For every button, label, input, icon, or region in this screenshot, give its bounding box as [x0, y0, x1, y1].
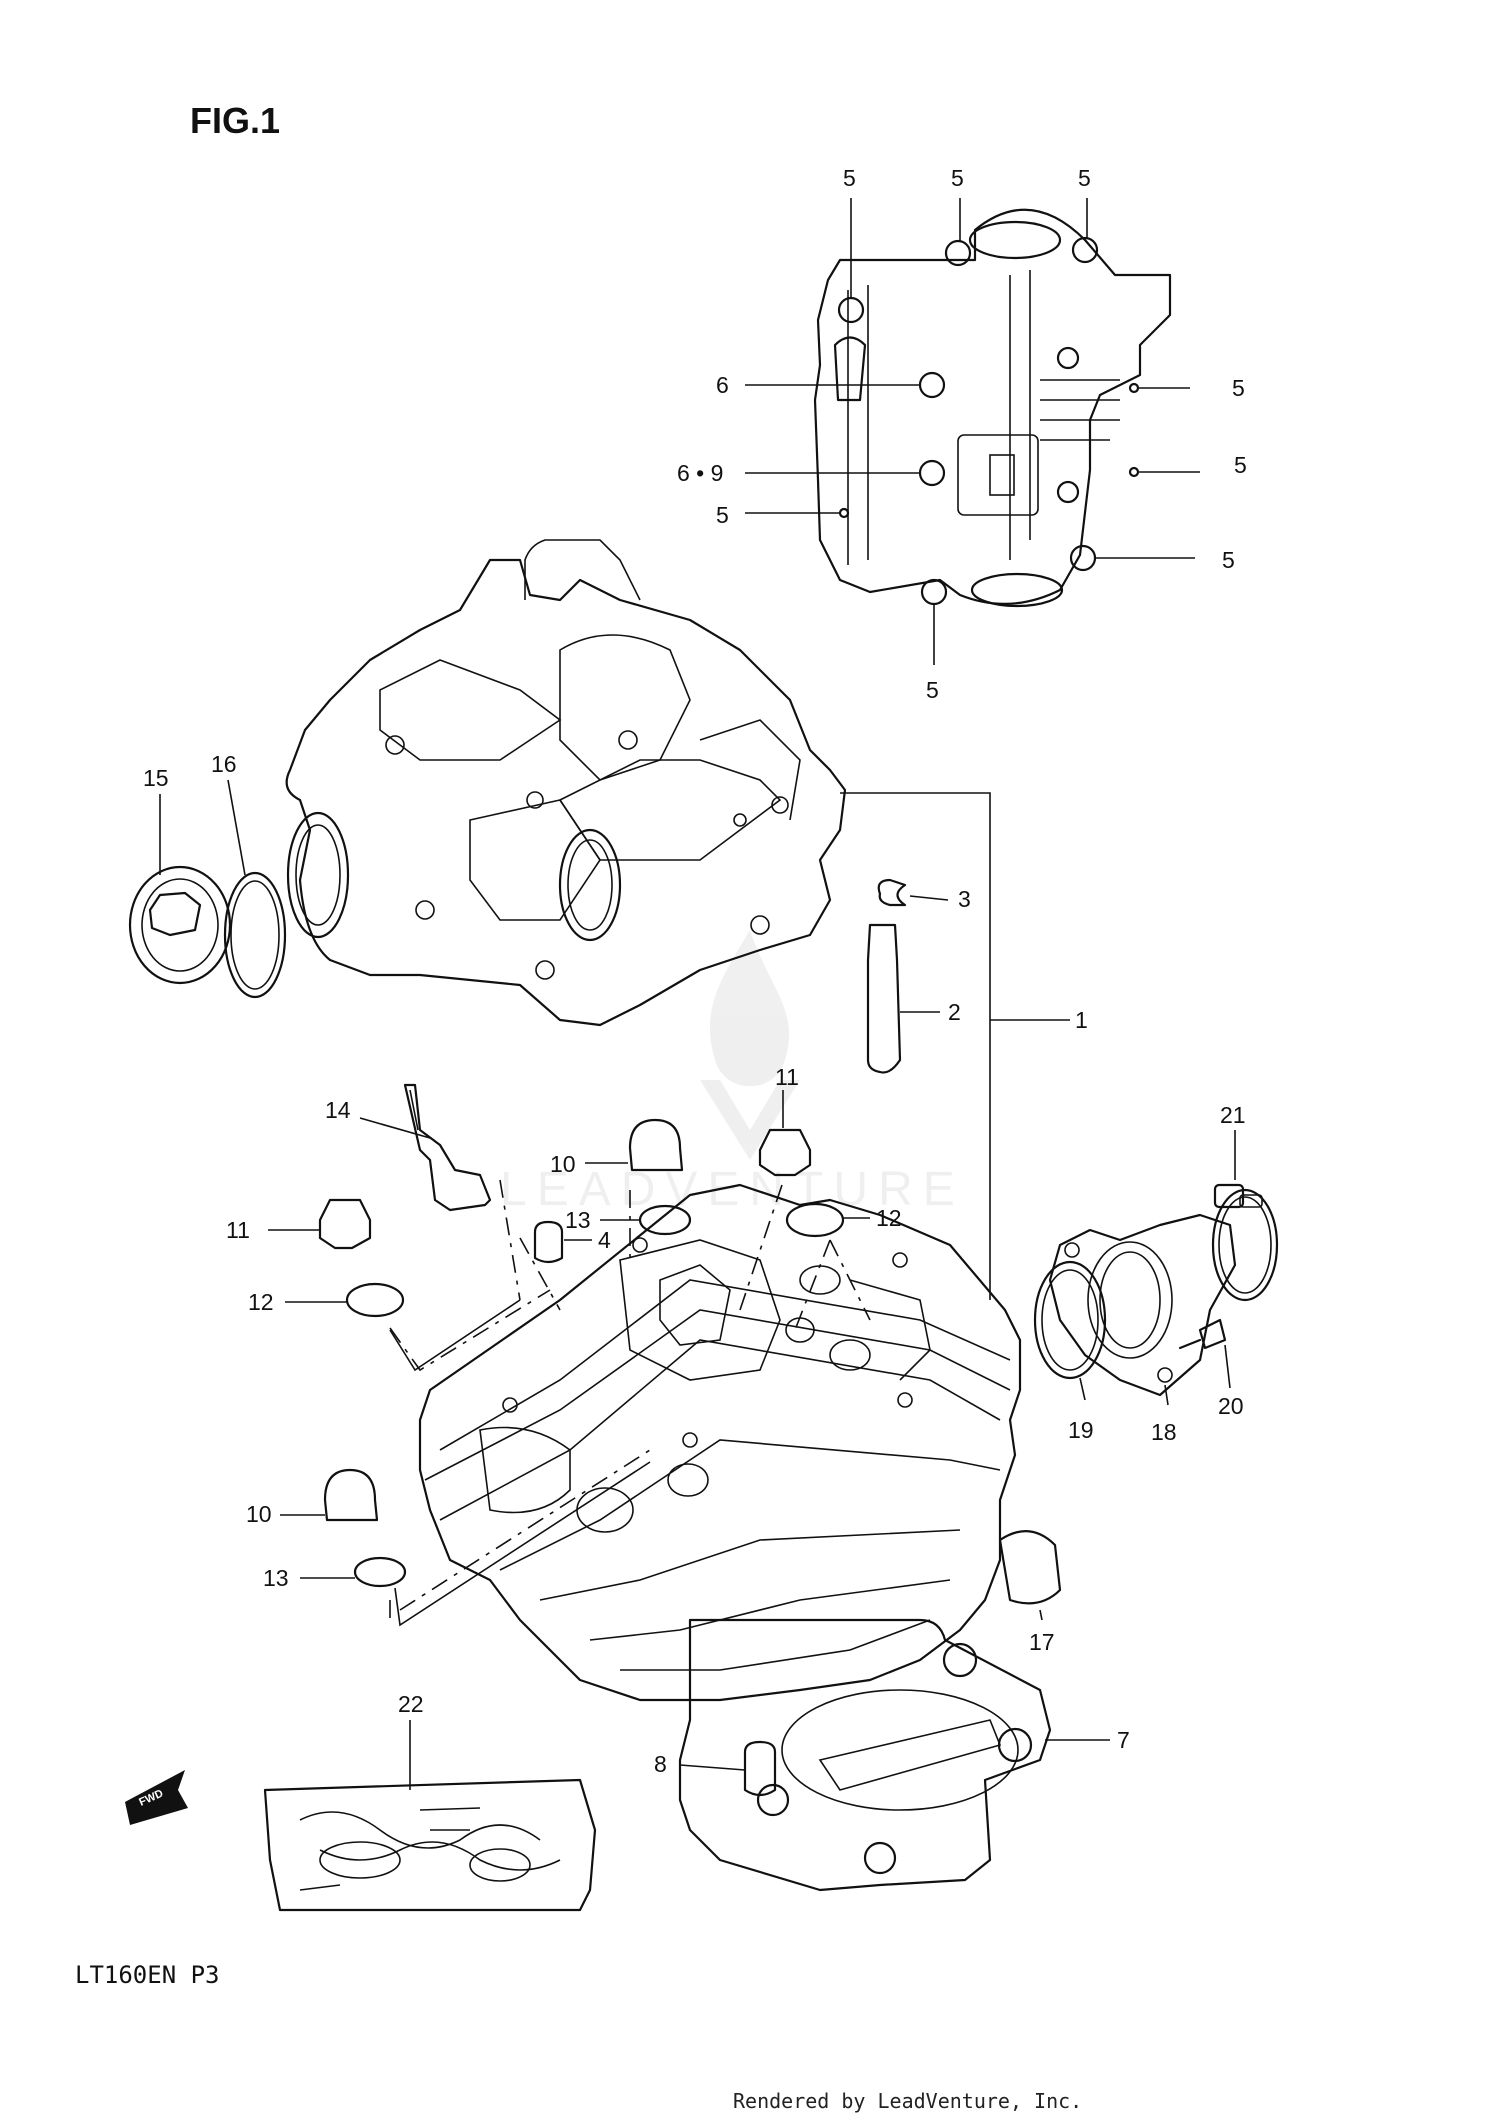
callout-labels: 1 2 3 4 5 5 5 5 5 5 5 5 6 6 • 9 7 8 10 1… — [143, 165, 1247, 1777]
bracket-13b — [394, 1461, 651, 1627]
washer-left — [345, 1282, 405, 1318]
callout-5b: 5 — [951, 165, 964, 191]
dowel-pin — [533, 1220, 564, 1264]
leader-18 — [1164, 1384, 1169, 1406]
top-view-leaders — [745, 198, 1200, 665]
circlip — [877, 878, 907, 907]
leader-19 — [1079, 1377, 1086, 1401]
plug-cap — [998, 1530, 1062, 1605]
cylinder-head-cover — [285, 539, 847, 1027]
leader-20 — [1224, 1344, 1231, 1389]
cap-nut-lower — [323, 1468, 379, 1522]
dowel-pin-lower — [743, 1740, 777, 1797]
leader-14 — [359, 1117, 431, 1139]
callout-5c: 5 — [1078, 165, 1091, 191]
washer-right — [785, 1202, 845, 1238]
bracket-12a — [389, 1299, 521, 1372]
leader-17 — [1039, 1609, 1043, 1621]
callout-7: 7 — [1117, 1727, 1130, 1753]
leader-16 — [227, 779, 246, 876]
callout-13a: 13 — [565, 1207, 591, 1233]
callout-13b: 13 — [263, 1565, 289, 1591]
nut-left — [318, 1198, 372, 1250]
front-arrow-icon: FWD — [125, 1770, 188, 1825]
model-code: LT160EN P3 — [75, 1961, 220, 1989]
callout-1: 1 — [1075, 1007, 1088, 1033]
callout-5e: 5 — [1234, 452, 1247, 478]
callout-10b: 10 — [246, 1501, 272, 1527]
callout-22: 22 — [398, 1691, 424, 1717]
o-ring — [223, 871, 287, 999]
callout-20: 20 — [1218, 1393, 1244, 1419]
callout-5f: 5 — [1222, 547, 1235, 573]
leader-1-bracket — [840, 792, 991, 1300]
watermark-text: LEADVENTURE — [500, 1163, 965, 1216]
callout-11b: 11 — [226, 1217, 250, 1243]
callout-5g: 5 — [716, 502, 729, 528]
nut-upper — [758, 1128, 812, 1177]
callout-5a: 5 — [843, 165, 856, 191]
washer-lower — [353, 1556, 407, 1588]
callout-3: 3 — [958, 886, 971, 912]
cylinder-head-top-view — [813, 208, 1172, 608]
callout-17: 17 — [1029, 1629, 1055, 1655]
callout-5h: 5 — [926, 677, 939, 703]
leader-3 — [909, 895, 949, 901]
leader-8 — [679, 1764, 746, 1771]
figure-title: FIG.1 — [190, 100, 280, 141]
callout-5d: 5 — [1232, 375, 1245, 401]
callout-21: 21 — [1220, 1102, 1246, 1128]
oil-filler-cap — [128, 865, 232, 985]
callout-2: 2 — [948, 999, 961, 1025]
callout-4: 4 — [598, 1227, 611, 1253]
hose-clamp — [1211, 1183, 1279, 1302]
spark-plug — [403, 1083, 492, 1212]
callout-15: 15 — [143, 765, 169, 791]
callout-6-9: 6 • 9 — [677, 460, 723, 486]
callout-19: 19 — [1068, 1417, 1094, 1443]
callout-12b: 12 — [876, 1205, 902, 1231]
footer-credit: Rendered by LeadVenture, Inc. — [733, 2089, 1082, 2113]
cap-nut-upper — [628, 1118, 684, 1172]
cylinder-head — [418, 1183, 1022, 1702]
gasket-set — [263, 1778, 597, 1912]
callout-14: 14 — [325, 1097, 351, 1123]
callout-10a: 10 — [550, 1151, 576, 1177]
cylinder-gasket — [678, 1618, 1052, 1892]
intake-pipe — [1048, 1213, 1237, 1397]
bolt — [1178, 1318, 1227, 1350]
callout-12a: 12 — [248, 1289, 274, 1315]
callout-8: 8 — [654, 1751, 667, 1777]
callout-16: 16 — [211, 751, 237, 777]
callout-18: 18 — [1151, 1419, 1177, 1445]
intake-o-ring — [1033, 1260, 1107, 1380]
valve-guide — [866, 923, 902, 1074]
watermark-flame-icon — [700, 930, 800, 1160]
callout-11a: 11 — [775, 1064, 799, 1090]
callout-6: 6 — [716, 372, 729, 398]
